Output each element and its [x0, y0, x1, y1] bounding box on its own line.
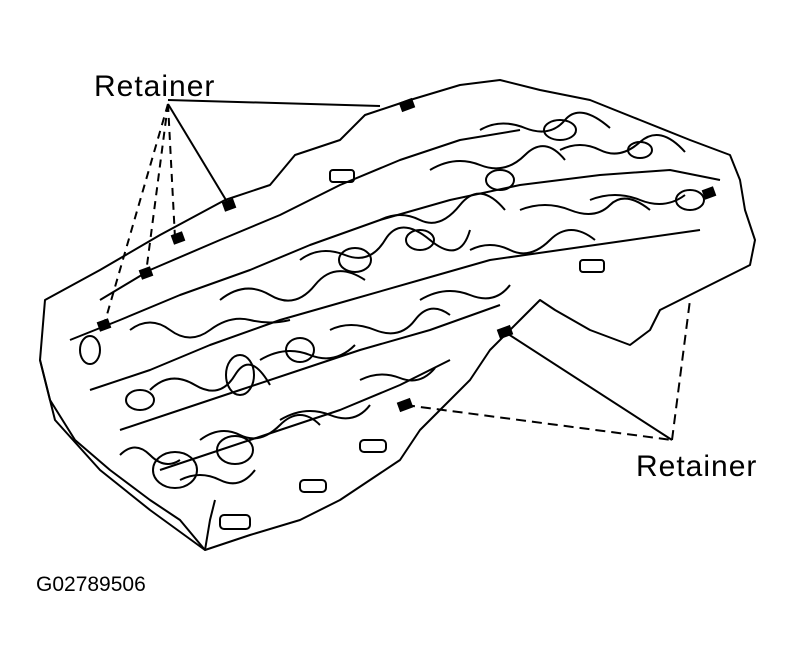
retainer-label-bottom: Retainer [636, 450, 758, 483]
retainer-label-top: Retainer [94, 70, 216, 103]
valve-body-outline [39, 79, 756, 551]
retainer-marks [96, 97, 717, 413]
figure-id: G02789506 [36, 573, 146, 596]
top-callout-leaders [103, 99, 381, 326]
bottom-callout-leaders [404, 299, 691, 441]
